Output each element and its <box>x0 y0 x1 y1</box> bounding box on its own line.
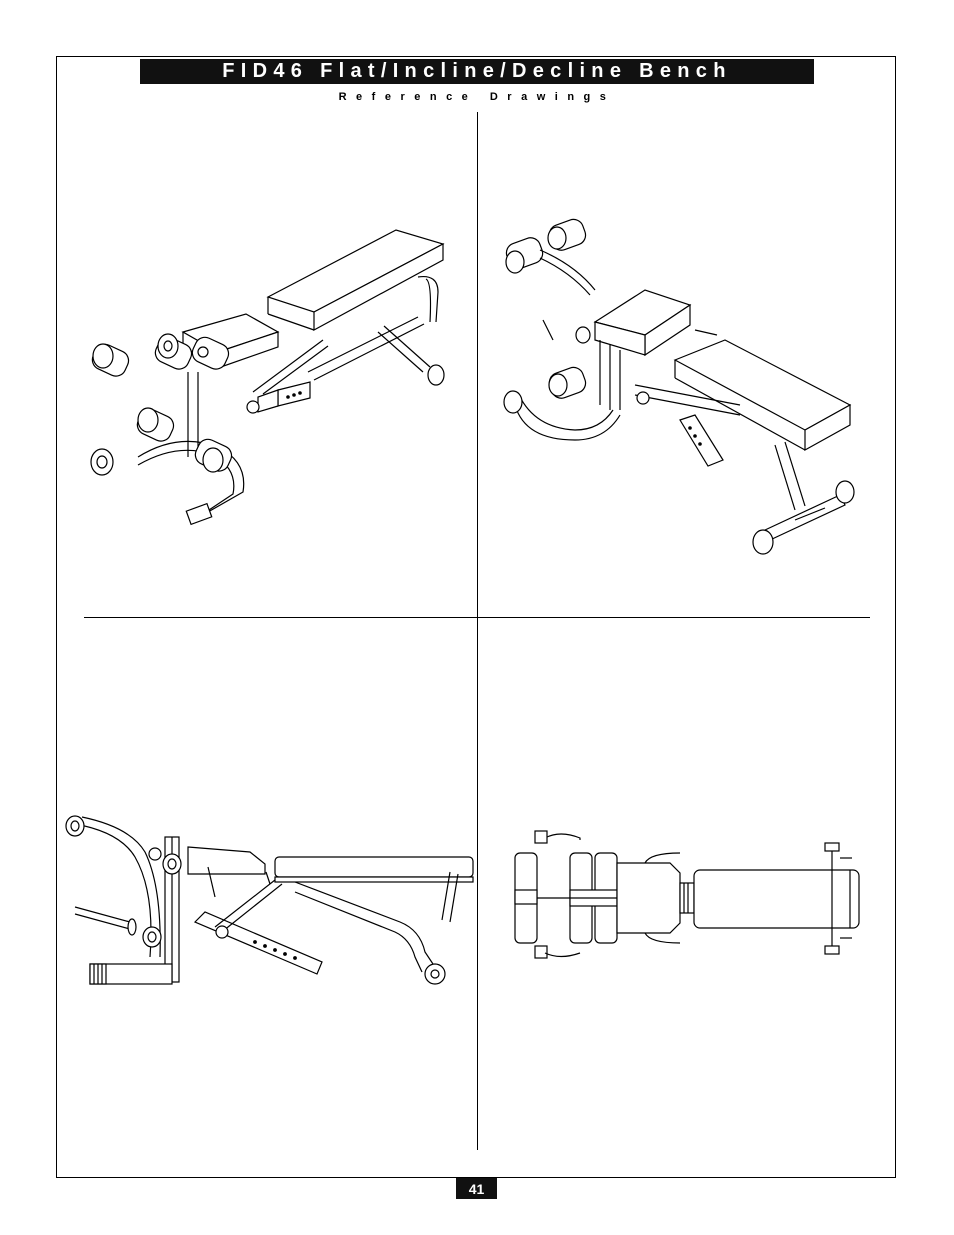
page-subtitle: Reference Drawings <box>140 91 814 103</box>
horizontal-divider <box>84 617 870 618</box>
bench-side-elevation-drawing <box>60 812 475 997</box>
bench-isometric-front-drawing <box>78 222 468 542</box>
bench-top-plan-drawing <box>510 828 865 968</box>
bench-isometric-rear-drawing <box>495 210 875 560</box>
page-title: FID46 Flat/Incline/Decline Bench <box>222 60 731 83</box>
page-number: 41 <box>456 1178 497 1199</box>
title-bar: FID46 Flat/Incline/Decline Bench <box>140 59 814 84</box>
vertical-divider <box>477 112 478 1150</box>
